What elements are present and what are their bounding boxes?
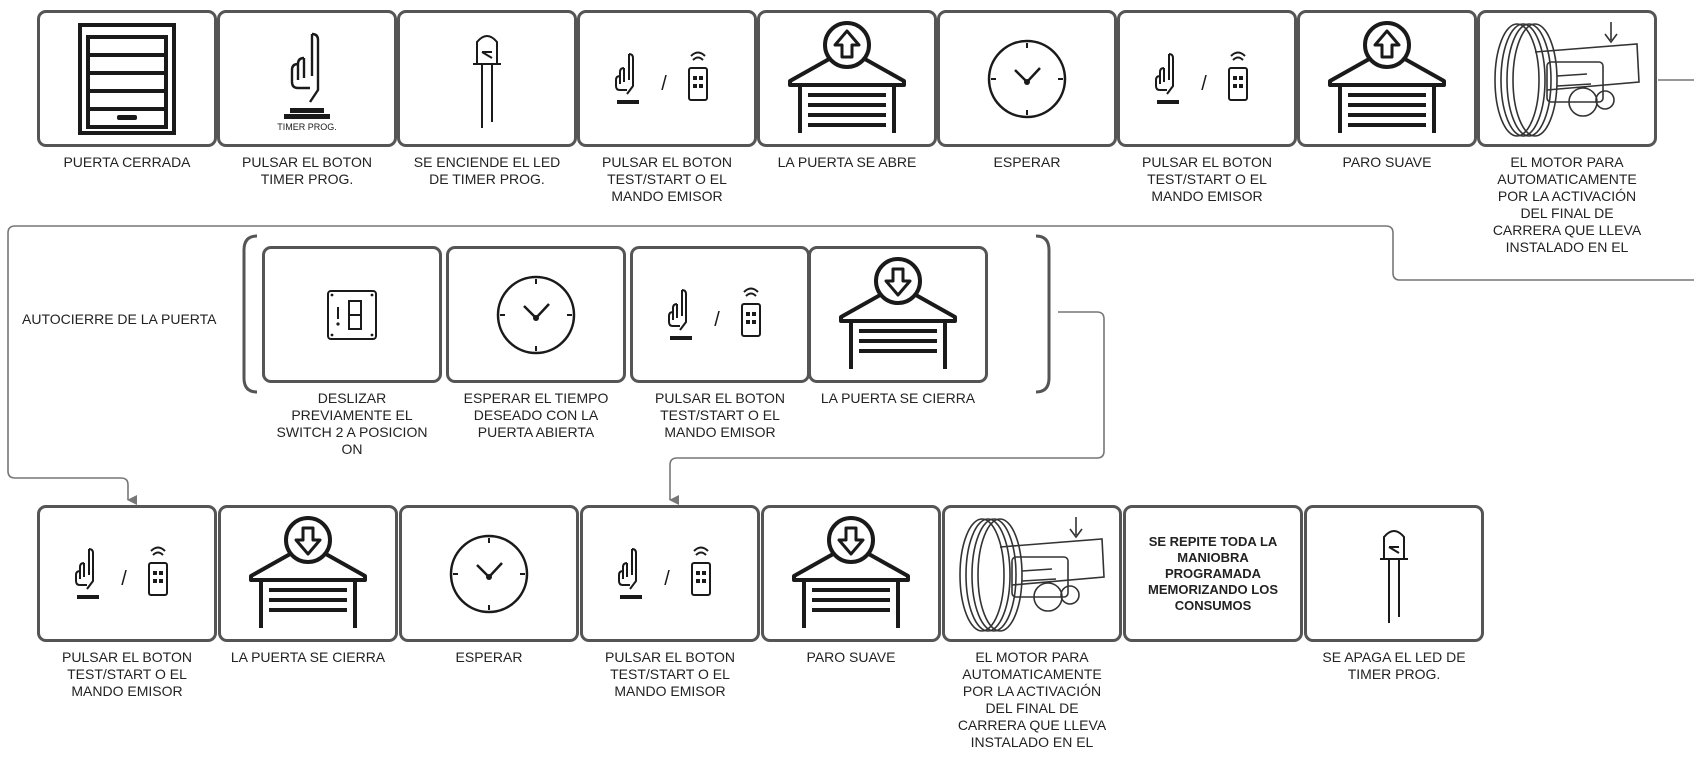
step-icon-box [397,10,577,147]
step-icon-box [757,10,937,147]
step-paro-suave: PARO SUAVE [1297,10,1477,171]
step-motor-para: EL MOTOR PARA AUTOMATICAMENTE POR LA ACT… [1477,10,1657,256]
step-caption: DESLIZAR PREVIAMENTE EL SWITCH 2 A POSIC… [276,390,428,457]
press-button-hand-icon: TIMER PROG. [277,32,337,132]
button-or-remote-icon: / [615,51,708,104]
svg-text:/: / [1201,73,1207,95]
step-icon-box [446,246,626,383]
svg-text:/: / [664,568,670,590]
svg-text:/: / [661,73,667,95]
dip-switch-icon [327,289,377,340]
svg-text:TIMER PROG.: TIMER PROG. [277,122,337,132]
step-pulsar-test-start: / PULSAR EL BOTON TEST/START O EL MANDO … [577,10,757,205]
step-caption: PARO SUAVE [1342,154,1432,170]
step-icon-box: / [580,505,760,642]
step-caption: PUERTA CERRADA [63,154,191,170]
led-icon [473,34,501,128]
step-led-on: SE ENCIENDE EL LED DE TIMER PROG. [397,10,577,188]
connector-autocierre-exit [669,311,1105,505]
step-icon-box [1304,505,1484,642]
step-pulsar-test-start-b2: / PULSAR EL BOTON TEST/START O EL MANDO … [580,505,760,700]
step-esperar-b: ESPERAR [399,505,579,666]
step-esperar: ESPERAR [937,10,1117,171]
step-led-off: SE APAGA EL LED DE TIMER PROG. [1304,505,1484,683]
step-text-box: SE REPITE TODA LA MANIOBRA PROGRAMADA ME… [1123,505,1303,642]
step-caption: PARO SUAVE [806,649,896,665]
step-deslizar-switch: DESLIZAR PREVIAMENTE EL SWITCH 2 A POSIC… [262,246,442,458]
svg-text:/: / [121,568,127,590]
step-puerta-se-cierra-b: LA PUERTA SE CIERRA [218,505,398,666]
step-icon-box [942,505,1122,642]
step-icon-box [1477,10,1657,147]
garage-close-arrow-down-icon [792,515,910,628]
autocierre-right-bracket [1035,234,1051,394]
step-caption: PULSAR EL BOTON TEST/START O EL MANDO EM… [602,154,732,204]
motor-limit-switch-icon [959,517,1105,632]
step-caption: ESPERAR [455,649,523,665]
step-pulsar-test-start-b1: / PULSAR EL BOTON TEST/START O EL MANDO … [37,505,217,700]
garage-open-arrow-up-icon [1328,20,1446,133]
step-icon-box [761,505,941,642]
step-icon-box [218,505,398,642]
step-icon-box: / [1117,10,1297,147]
step-icon-box: / [37,505,217,642]
step-icon-box [399,505,579,642]
button-or-remote-icon: / [1155,51,1248,104]
step-motor-para-b: EL MOTOR PARA AUTOMATICAMENTE POR LA ACT… [942,505,1122,751]
step-puerta-se-abre: LA PUERTA SE ABRE [757,10,937,171]
garage-close-arrow-down-icon [839,256,957,369]
step-caption: LA PUERTA SE CIERRA [230,649,386,665]
step-esperar-tiempo: ESPERAR EL TIEMPO DESEADO CON LA PUERTA … [446,246,626,441]
step-pulsar-test-start-auto: / PULSAR EL BOTON TEST/START O EL MANDO … [630,246,810,441]
button-or-remote-icon: / [618,546,711,599]
repeat-maneuver-text: SE REPITE TODA LA MANIOBRA PROGRAMADA ME… [1148,533,1278,613]
step-icon-box [1297,10,1477,147]
step-se-repite: SE REPITE TODA LA MANIOBRA PROGRAMADA ME… [1123,505,1303,642]
button-or-remote-icon: / [668,287,761,340]
step-caption: PULSAR EL BOTON TEST/START O EL MANDO EM… [1142,154,1272,204]
step-caption: PULSAR EL BOTON TEST/START O EL MANDO EM… [62,649,192,699]
step-caption: LA PUERTA SE ABRE [777,154,917,170]
garage-open-arrow-up-icon [788,20,906,133]
step-icon-box [808,246,988,383]
step-icon-box [37,10,217,147]
step-caption: ESPERAR EL TIEMPO DESEADO CON LA PUERTA … [463,390,609,440]
step-puerta-se-cierra-auto: LA PUERTA SE CIERRA [808,246,988,407]
step-icon-box [262,246,442,383]
garage-door-closed-icon [78,22,176,135]
garage-close-arrow-down-icon [249,515,367,628]
led-icon [1380,529,1408,623]
step-caption: SE ENCIENDE EL LED DE TIMER PROG. [413,154,561,187]
button-or-remote-icon: / [75,546,168,599]
step-icon-box: / [577,10,757,147]
step-caption: PULSAR EL BOTON TEST/START O EL MANDO EM… [655,390,785,440]
step-pulsar-test-start-2: / PULSAR EL BOTON TEST/START O EL MANDO … [1117,10,1297,205]
step-caption: LA PUERTA SE CIERRA [820,390,976,406]
clock-icon [987,39,1067,118]
motor-limit-switch-icon [1494,22,1640,137]
step-icon-box: / [630,246,810,383]
step-caption: ESPERAR [993,154,1061,170]
clock-icon [449,534,529,613]
step-icon-box [937,10,1117,147]
step-icon-box: TIMER PROG. [217,10,397,147]
autocierre-label: AUTOCIERRE DE LA PUERTA [22,311,217,327]
svg-text:/: / [714,309,720,331]
clock-icon [496,275,576,354]
step-pulsar-timer-prog: TIMER PROG. PULSAR EL BOTON TIMER PROG. [217,10,397,188]
autocierre-left-bracket [242,234,258,394]
step-caption: PULSAR EL BOTON TEST/START O EL MANDO EM… [605,649,735,699]
step-paro-suave-b: PARO SUAVE [761,505,941,666]
step-puerta-cerrada: PUERTA CERRADA [37,10,217,171]
step-caption: SE APAGA EL LED DE TIMER PROG. [1322,649,1466,682]
step-caption: EL MOTOR PARA AUTOMATICAMENTE POR LA ACT… [957,649,1107,750]
connector-return-line [7,225,1694,505]
step-caption: PULSAR EL BOTON TIMER PROG. [242,154,372,187]
step-caption: EL MOTOR PARA AUTOMATICAMENTE POR LA ACT… [1492,154,1642,255]
